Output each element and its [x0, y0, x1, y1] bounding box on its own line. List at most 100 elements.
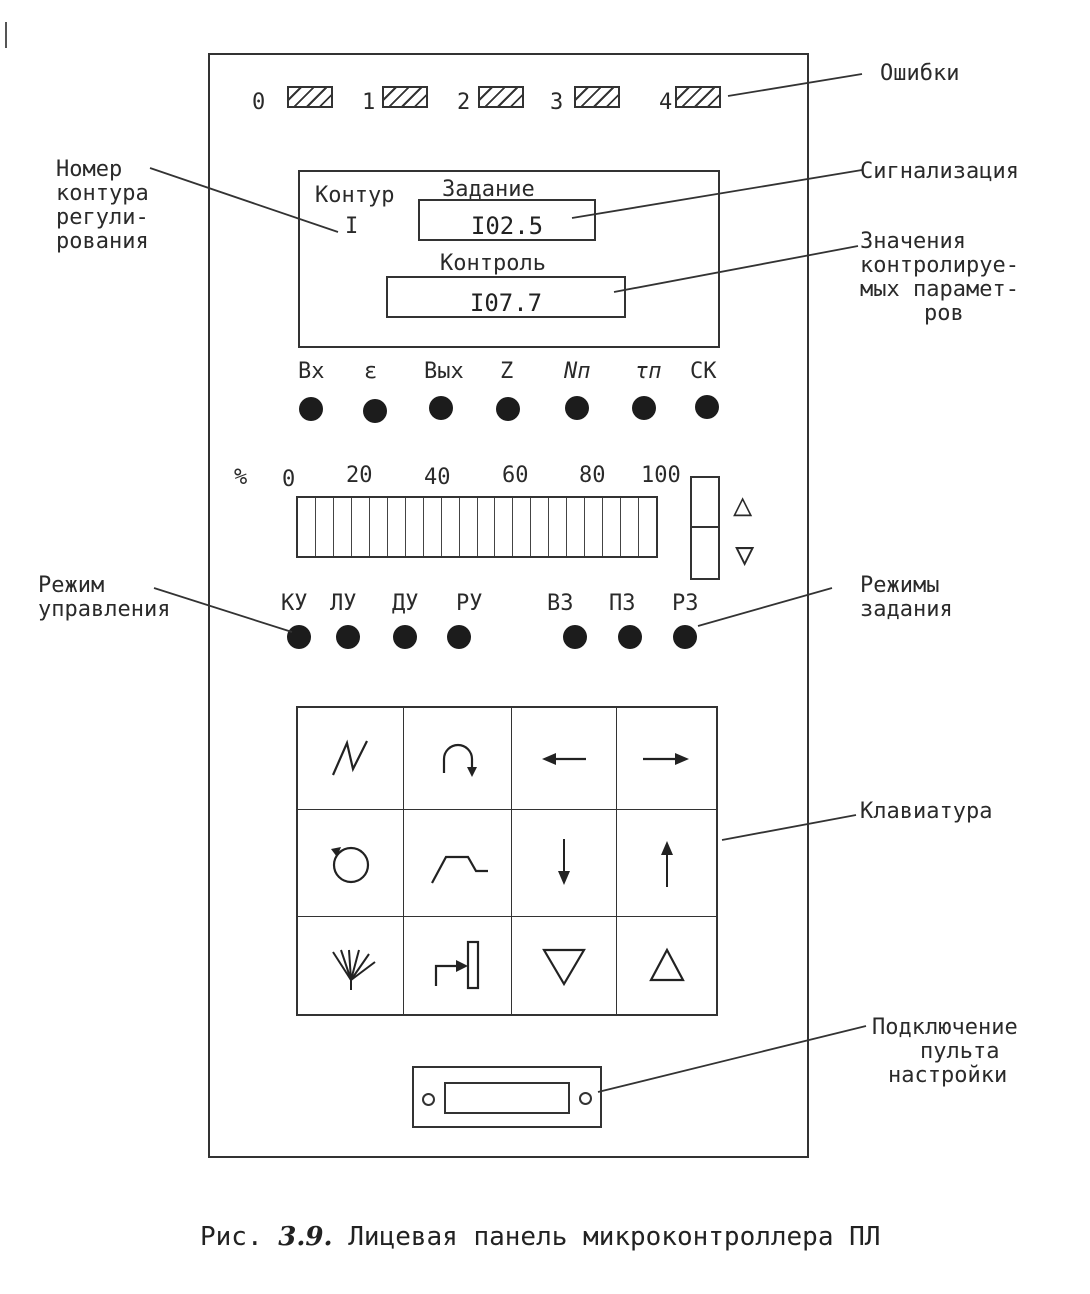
arrow-to-bar-icon: [434, 940, 479, 989]
ramp-icon: [430, 855, 488, 884]
key-rays[interactable]: [298, 917, 404, 1014]
control-mode-lu: ЛУ: [330, 591, 357, 616]
control-mode-lamp-lu: [336, 625, 360, 649]
error-index-4: 4: [659, 90, 673, 115]
error-indicator-1: [382, 86, 428, 108]
error-indicator-4: [675, 86, 721, 108]
key-arrow-down[interactable]: [512, 810, 617, 917]
connector-screw-right: [579, 1092, 592, 1105]
task-value-field: [418, 199, 596, 241]
indicator-label-z: Z: [500, 359, 514, 384]
setpoint-mode-pz: ПЗ: [609, 591, 636, 616]
indicator-label-tau: τп: [635, 359, 662, 384]
annotation-errors: Ошибки: [880, 61, 960, 86]
indicator-lamp-output: [429, 396, 453, 420]
setpoint-mode-vz: ВЗ: [547, 591, 574, 616]
rays-icon: [331, 949, 376, 990]
scale-tick-0: 0: [282, 467, 296, 492]
console-connector[interactable]: [412, 1066, 602, 1128]
contour-number: I: [345, 214, 359, 239]
indicator-lamp-error: [363, 399, 387, 423]
indicator-label-output: Вых: [424, 359, 464, 384]
key-curved-arrow[interactable]: [404, 708, 512, 810]
connector-screw-left: [422, 1093, 435, 1106]
indicator-label-input: Вх: [298, 359, 325, 384]
curved-arrow-icon: [442, 743, 477, 777]
annotation-keyboard: Клавиатура: [860, 799, 993, 824]
key-ramp[interactable]: [404, 810, 512, 917]
control-label: Контроль: [440, 251, 546, 276]
indicator-label-sk: СК: [690, 359, 717, 384]
control-mode-du: ДУ: [392, 591, 419, 616]
arrow-left-icon: [542, 752, 586, 765]
setpoint-mode-lamp-rz: [673, 625, 697, 649]
key-arrow-to-bar[interactable]: [404, 917, 512, 1014]
key-arrow-right[interactable]: [617, 708, 716, 810]
scale-down-symbol[interactable]: ▽: [735, 535, 755, 573]
key-zigzag[interactable]: [298, 708, 404, 810]
caption-number: 3.9.: [278, 1222, 333, 1252]
control-mode-lamp-du: [393, 625, 417, 649]
scale-unit: %: [234, 465, 248, 490]
error-index-2: 2: [457, 90, 471, 115]
scale-tick-100: 100: [641, 463, 681, 488]
error-index-3: 3: [550, 90, 564, 115]
indicator-lamp-tau: [632, 396, 656, 420]
vertical-indicator-divider: [690, 526, 720, 528]
setpoint-mode-lamp-vz: [563, 625, 587, 649]
scale-tick-40: 40: [424, 465, 451, 490]
keypad: [296, 706, 718, 1016]
scale-tick-20: 20: [346, 463, 373, 488]
error-indicator-2: [478, 86, 524, 108]
key-arrow-up[interactable]: [617, 810, 716, 917]
key-triangle-up[interactable]: [617, 917, 716, 1014]
indicator-lamp-sk: [695, 395, 719, 419]
annotation-contour-number: Номер контура регули- рования: [56, 157, 149, 254]
indicator-label-error: ε: [364, 359, 378, 384]
scale-tick-80: 80: [579, 463, 606, 488]
setpoint-mode-lamp-pz: [618, 625, 642, 649]
indicator-lamp-input: [299, 397, 323, 421]
control-mode-ru: РУ: [456, 591, 483, 616]
triangle-up-icon: [648, 947, 685, 981]
circle-arrow-icon: [330, 846, 369, 884]
control-mode-ku: КУ: [281, 591, 308, 616]
key-triangle-down[interactable]: [512, 917, 617, 1014]
error-indicator-3: [574, 86, 620, 108]
error-indicator-0: [287, 86, 333, 108]
arrow-down-icon: [558, 839, 570, 885]
vertical-indicator: [690, 476, 720, 580]
figure-caption: Рис. 3.9. Лицевая панель микроконтроллер…: [200, 1222, 880, 1252]
indicator-label-np: Nп: [564, 359, 591, 384]
caption-text: Лицевая панель микроконтроллера ПЛ: [348, 1222, 881, 1252]
scale-tick-60: 60: [502, 463, 529, 488]
caption-prefix: Рис.: [200, 1222, 263, 1252]
control-value: I07.7: [469, 289, 543, 317]
annotation-controlled-values: Значения контролируе- мых парамет- ров: [860, 229, 1019, 326]
connector-socket: [444, 1082, 570, 1114]
annotation-control-mode: Режим управления: [38, 573, 171, 622]
margin-mark: [5, 22, 7, 48]
bargraph-scale: [296, 496, 658, 558]
task-value: I02.5: [470, 212, 544, 240]
indicator-lamp-np: [565, 396, 589, 420]
triangle-down-icon: [542, 948, 586, 986]
zigzag-icon: [331, 739, 368, 775]
key-circle-arrow[interactable]: [298, 810, 404, 917]
contour-label: Контур: [315, 183, 395, 208]
arrow-up-icon: [660, 841, 673, 887]
annotation-setpoint-modes: Режимы задания: [860, 573, 953, 622]
key-arrow-left[interactable]: [512, 708, 617, 810]
annotation-signaling: Сигнализация: [860, 159, 1019, 184]
scale-up-symbol[interactable]: △: [733, 485, 753, 523]
indicator-lamp-z: [496, 397, 520, 421]
error-index-0: 0: [252, 90, 266, 115]
annotation-console-connection: Подключение пульта настройки: [872, 1015, 1018, 1088]
error-index-1: 1: [362, 90, 376, 115]
control-mode-lamp-ru: [447, 625, 471, 649]
arrow-right-icon: [642, 752, 689, 765]
task-label: Задание: [442, 177, 535, 202]
control-mode-lamp-ku: [287, 625, 311, 649]
setpoint-mode-rz: РЗ: [672, 591, 699, 616]
control-value-field: [386, 276, 626, 318]
